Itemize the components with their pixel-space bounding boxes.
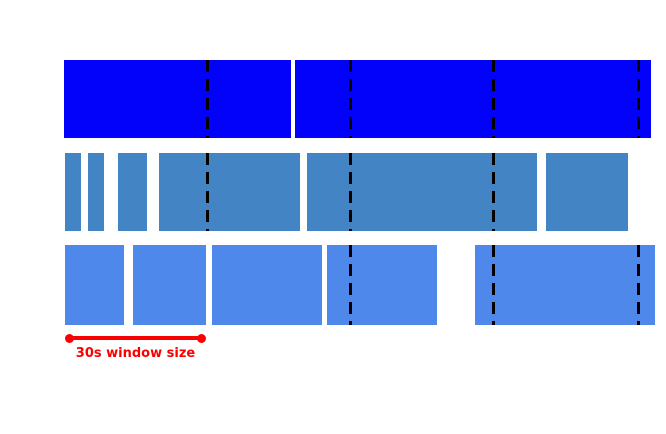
track-3-row — [0, 245, 666, 325]
track-1-row — [0, 60, 666, 138]
window-boundary-dashed-line — [491, 60, 495, 138]
window-size-endpoint-right-dot — [197, 333, 206, 343]
track-3-bar-segment — [65, 245, 124, 325]
window-boundary-dashed-line — [348, 60, 352, 138]
track-2-bar-segment — [88, 153, 104, 231]
window-boundary-dashed-line — [636, 245, 640, 325]
window-size-label: 30s window size — [75, 346, 196, 361]
track-2-bar-segment — [118, 153, 147, 231]
track-3-bar-segment — [133, 245, 206, 325]
track-2-bar-segment — [546, 153, 628, 231]
track-1-bar-segment — [295, 60, 651, 138]
track-2-row — [0, 153, 666, 231]
track-3-bar-segment — [475, 245, 655, 325]
window-boundary-dashed-line — [491, 245, 495, 325]
window-boundary-dashed-line — [636, 60, 640, 138]
track-2-bar-segment — [159, 153, 300, 231]
track-2-bar-segment — [65, 153, 81, 231]
window-boundary-dashed-line — [348, 153, 352, 231]
track-3-bar-segment — [212, 245, 322, 325]
window-boundary-dashed-line — [205, 153, 209, 231]
track-3-bar-segment — [327, 245, 437, 325]
window-size-line — [69, 336, 202, 340]
window-size-endpoint-left-dot — [65, 333, 74, 343]
window-boundary-dashed-line — [348, 245, 352, 325]
window-boundary-dashed-line — [491, 153, 495, 231]
window-boundary-dashed-line — [205, 60, 209, 138]
track-2-bar-segment — [307, 153, 537, 231]
track-1-bar-segment — [64, 60, 291, 138]
